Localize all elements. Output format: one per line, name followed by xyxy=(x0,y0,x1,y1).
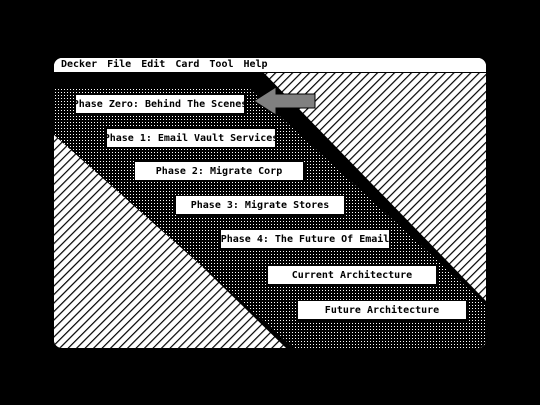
phase-3-button[interactable]: Phase 3: Migrate Stores xyxy=(175,195,345,215)
phase-4-button[interactable]: Phase 4: The Future Of Email xyxy=(220,229,390,249)
phase-2-button[interactable]: Phase 2: Migrate Corp xyxy=(134,161,304,181)
menu-help[interactable]: Help xyxy=(243,59,268,70)
decker-window: Decker File Edit Card Tool Help Phase Ze… xyxy=(54,58,486,348)
phase-1-button[interactable]: Phase 1: Email Vault Services xyxy=(106,128,276,148)
menu-file[interactable]: File xyxy=(107,59,132,70)
current-architecture-button[interactable]: Current Architecture xyxy=(267,265,437,285)
card-canvas: Phase Zero: Behind The Scenes Phase 1: E… xyxy=(54,73,486,348)
menu-tool[interactable]: Tool xyxy=(209,59,234,70)
left-arrow-icon xyxy=(254,86,316,116)
menu-decker[interactable]: Decker xyxy=(61,59,98,70)
future-architecture-button[interactable]: Future Architecture xyxy=(297,300,467,320)
phase-zero-button[interactable]: Phase Zero: Behind The Scenes xyxy=(75,94,245,114)
menu-card[interactable]: Card xyxy=(175,59,200,70)
menu-bar: Decker File Edit Card Tool Help xyxy=(54,58,486,73)
menu-edit[interactable]: Edit xyxy=(141,59,166,70)
